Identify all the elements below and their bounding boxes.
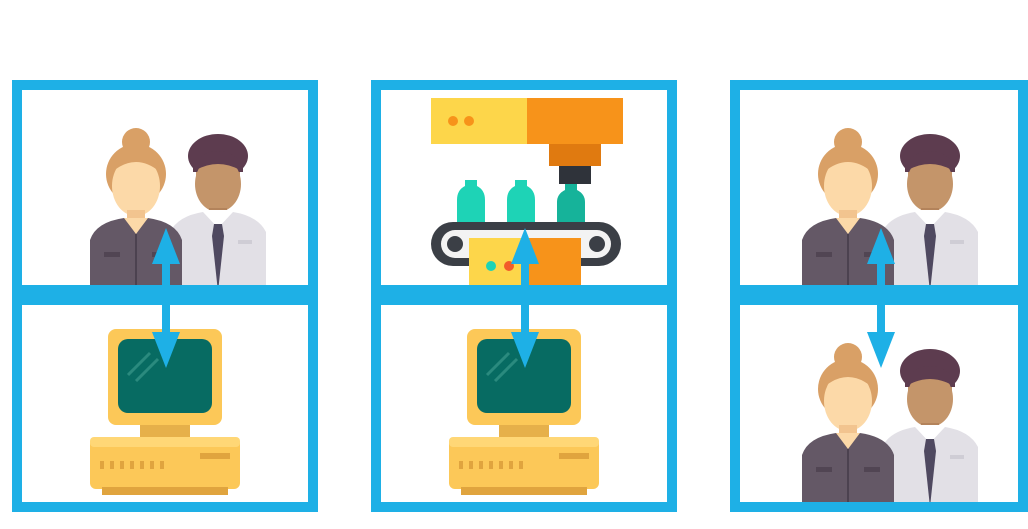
bidirectional-arrow-left (148, 228, 184, 368)
bidirectional-arrow-right (863, 228, 899, 368)
bidirectional-arrow-middle (507, 228, 543, 368)
